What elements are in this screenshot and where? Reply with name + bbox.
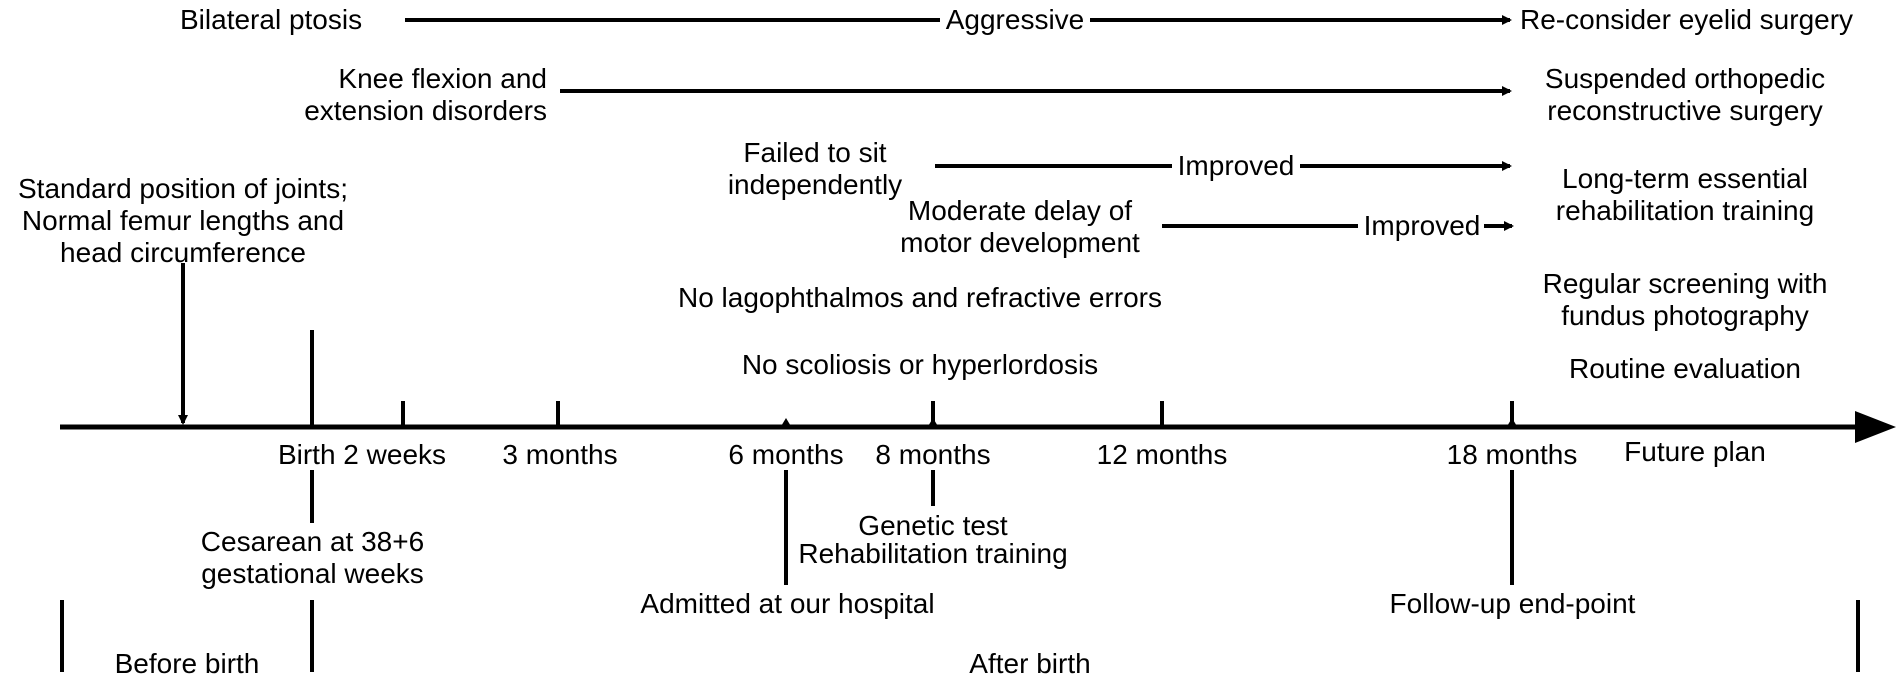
label-prenatal-line2: Normal femur lengths and [21,205,345,236]
label-before-birth: Before birth [114,648,260,679]
label-motor-improved: Improved [1363,210,1481,241]
label-lagophthalmos: No lagophthalmos and refractive errors [677,282,1162,313]
label-future-rehab: Long-term essential rehabilitation train… [1520,163,1850,227]
label-motor-line2: motor development [900,227,1140,258]
label-orthopedic-line1: Suspended orthopedic [1544,63,1826,94]
label-cesarean-line2: gestational weeks [201,558,424,589]
marker-8months [927,418,939,428]
label-future-rehab-line1: Long-term essential [1562,163,1808,194]
label-orthopedic-surgery: Suspended orthopedic reconstructive surg… [1520,63,1850,127]
label-future-screening-line2: fundus photography [1561,300,1809,331]
label-admitted: Admitted at our hospital [640,588,935,619]
marker-6months [780,418,792,428]
label-knee-line1: Knee flexion and [338,63,547,94]
timeline-arrowhead [1855,411,1896,443]
label-after-birth: After birth [969,648,1091,679]
tick-label-birth-2weeks: Birth 2 weeks [277,439,447,470]
label-future-rehab-line2: rehabilitation training [1555,195,1815,226]
label-cesarean: Cesarean at 38+6 gestational weeks [170,526,455,590]
label-future-routine: Routine evaluation [1569,353,1801,384]
marker-18months [1506,418,1518,428]
tick-label-3months: 3 months [502,439,618,470]
label-ptosis: Bilateral ptosis [180,4,363,35]
label-eyelid-surgery: Re-consider eyelid surgery [1520,4,1854,35]
label-motor-line1: Moderate delay of [907,195,1133,226]
label-motor: Moderate delay of motor development [880,195,1160,259]
label-prenatal-line1: Standard position of joints; [18,173,348,204]
label-future-screening: Regular screening with fundus photograph… [1520,268,1850,332]
label-prenatal-line3: head circumference [60,237,306,268]
tick-label-12months: 12 months [1096,439,1228,470]
label-genetic-test: Genetic test [858,510,1008,541]
label-knee-line2: extension disorders [304,95,547,126]
tick-label-8months: 8 months [875,439,991,470]
label-future-screening-line1: Regular screening with [1542,268,1828,299]
label-cesarean-line1: Cesarean at 38+6 [200,526,425,557]
label-scoliosis: No scoliosis or hyperlordosis [741,349,1099,380]
label-sit: Failed to sit independently [700,137,930,201]
label-sit-line1: Failed to sit [743,137,887,168]
label-knee: Knee flexion and extension disorders [260,63,547,127]
label-sit-line2: independently [727,169,903,200]
label-followup: Follow-up end-point [1389,588,1636,619]
tick-label-6months: 6 months [728,439,844,470]
tick-label-18months: 18 months [1446,439,1578,470]
label-ptosis-aggressive: Aggressive [945,4,1085,35]
tick-label-future-plan: Future plan [1624,436,1766,467]
label-orthopedic-line2: reconstructive surgery [1547,95,1823,126]
label-prenatal-note: Standard position of joints; Normal femu… [0,173,366,269]
label-sit-improved: Improved [1177,150,1295,181]
label-rehab-training: Rehabilitation training [798,538,1068,569]
